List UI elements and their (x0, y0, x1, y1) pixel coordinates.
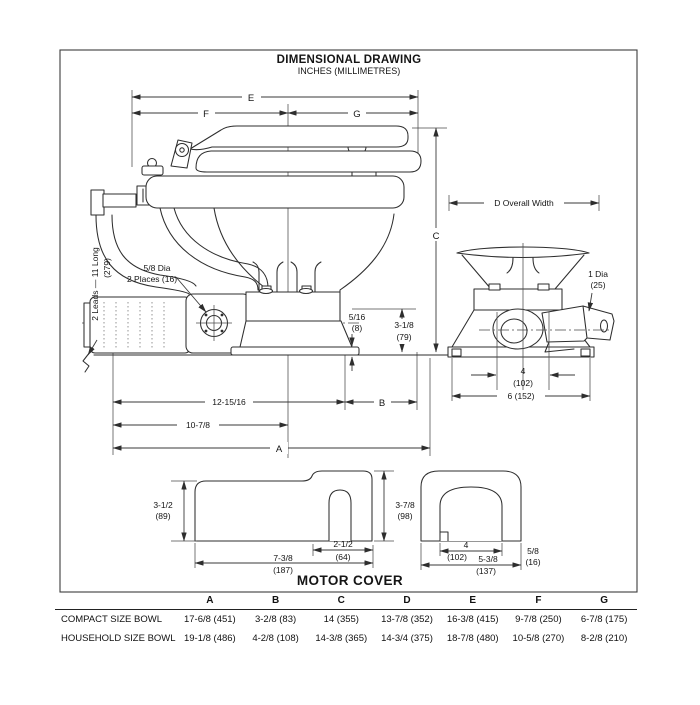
cover-outer-width-label: 5-3/8 (478, 554, 498, 564)
motor-cover-caption: MOTOR COVER (297, 573, 403, 588)
dim-12-15-16-label: 12-15/16 (212, 397, 246, 407)
cover-height-right-mm: (98) (397, 511, 412, 521)
dimension-table-header: A B C D E F G (55, 592, 637, 610)
cell-c: 14 (355) (323, 614, 359, 625)
dim-e-label: E (248, 93, 254, 104)
cover-inner-width-mm: (102) (447, 552, 467, 562)
col-header-c: C (337, 595, 345, 606)
leads-callout-line1: 2 Leads — 11 Long (90, 247, 100, 321)
cell-g: 6-7/8 (175) (580, 614, 628, 625)
dim-4-label: 4 (521, 366, 526, 376)
motor-cover-side-outline (194, 470, 373, 542)
dia-callout-line1: 5/8 Dia (144, 263, 171, 273)
dim-5-16-label: 5/16 (349, 312, 366, 322)
cover-wall-label: 5/8 (527, 546, 539, 556)
cover-wall-mm: (16) (525, 557, 540, 567)
cell-f: 9-7/8 (250) (515, 614, 562, 625)
col-header-e: E (469, 595, 477, 606)
dim-d-label: D Overall Width (494, 198, 554, 208)
toilet-bowl-assembly (141, 125, 422, 293)
dim-3-1-8-mm: (79) (396, 332, 411, 342)
cover-notch-width-label: 2-1/2 (333, 539, 353, 549)
dimension-table: A B C D E F G COMPACT SIZE BOWL 17-6/8 (… (55, 592, 637, 648)
cell-a: 19-1/8 (486) (183, 633, 236, 644)
table-row-household: HOUSEHOLD SIZE BOWL 19-1/8 (486) 4-2/8 (… (55, 629, 637, 648)
front-pump (492, 305, 615, 353)
cover-inner-width-label: 4 (464, 540, 469, 550)
dim-10-7-8-label: 10-7/8 (186, 420, 210, 430)
pump-bracket (185, 293, 251, 354)
col-header-f: F (535, 595, 542, 606)
cover-height-left-label: 3-1/2 (153, 500, 173, 510)
drawing-title: DIMENSIONAL DRAWING (277, 54, 422, 66)
dim-4-mm: (102) (513, 378, 533, 388)
motor-cover-end-view: 4 (102) 5-3/8 (137) 5/8 (16) (420, 470, 541, 576)
dim-5-16-mm: (8) (352, 323, 363, 333)
china-rim (145, 175, 405, 209)
cell-e: 16-3/8 (415) (446, 614, 499, 625)
motor-body (82, 296, 191, 373)
discharge-spout (582, 305, 615, 341)
dim-b-label: B (379, 398, 385, 409)
cell-d: 13-7/8 (352) (381, 614, 433, 625)
table-row-compact: COMPACT SIZE BOWL 17-6/8 (451) 3-2/8 (83… (55, 610, 637, 629)
base-flange (245, 291, 341, 322)
cell-d: 14-3/4 (375) (381, 633, 433, 644)
pedestal-base (230, 261, 360, 356)
dim-3-1-8-label: 3-1/8 (394, 320, 414, 330)
motor-cover-side-view: 3-1/2 (89) 3-7/8 (98) 2-1/2 (64) 7-3/8 (… (153, 470, 415, 575)
cover-base-width-label: 7-3/8 (273, 553, 293, 563)
dim-a-label: A (276, 444, 283, 455)
cell-b: 3-2/8 (83) (254, 614, 297, 625)
toilet-seat (195, 150, 422, 173)
hinge-plate (473, 288, 563, 311)
leads-callout-line2: (279) (102, 258, 112, 278)
dia-callout-line2: 2 Places (16) (127, 274, 177, 284)
cell-g: 8-2/8 (210) (580, 633, 628, 644)
cell-a: 17-6/8 (451) (183, 614, 236, 625)
cell-b: 4-2/8 (108) (252, 633, 299, 644)
drawing-subtitle: INCHES (MILLIMETRES) (298, 66, 401, 76)
cell-f: 10-5/8 (270) (512, 633, 565, 644)
dim-6-label: 6 (152) (508, 391, 535, 401)
cover-height-right-label: 3-7/8 (395, 500, 415, 510)
motor-cover-notch (328, 489, 352, 541)
dim-c-label: C (433, 231, 440, 242)
row-label: COMPACT SIZE BOWL (61, 614, 162, 625)
base-plate (230, 346, 360, 356)
motor-cover-arch (439, 486, 503, 541)
cell-c: 14-3/8 (365) (315, 633, 368, 644)
motor-leads-wire (82, 351, 91, 373)
side-view-drawing: E F G C 12-15/16 B 10-7/8 A 3-1/8 (79) 5… (82, 90, 469, 458)
dim-g-label: G (353, 109, 360, 120)
cover-notch-width-mm: (64) (335, 552, 350, 562)
front-view-drawing: D Overall Width 1 Dia (25) (447, 195, 615, 402)
dia-1-callout-line2: (25) (590, 280, 605, 290)
cover-height-left-mm: (89) (155, 511, 170, 521)
col-header-d: D (403, 595, 411, 606)
dia-1-callout-line1: 1 Dia (588, 269, 608, 279)
cover-outer-width-mm: (137) (476, 566, 496, 576)
toilet-lid (189, 125, 409, 151)
cover-base-width-mm: (187) (273, 565, 293, 575)
drawing-frame (59, 49, 638, 593)
leads-callout: 2 Leads — 11 Long (279) (90, 247, 112, 321)
col-header-a: A (206, 595, 214, 606)
col-header-g: G (600, 595, 609, 606)
cell-e: 18-7/8 (480) (446, 633, 499, 644)
dim-f-label: F (203, 109, 209, 120)
col-header-b: B (271, 595, 280, 606)
row-label: HOUSEHOLD SIZE BOWL (61, 633, 176, 644)
